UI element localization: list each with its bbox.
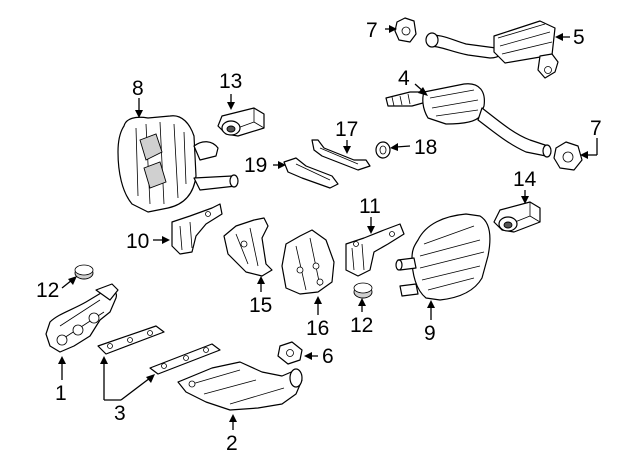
callout-1: 1 — [55, 382, 67, 405]
part-8-heat-shield — [117, 115, 239, 213]
part-4-center-pipe — [385, 83, 552, 158]
callout-18: 18 — [414, 136, 437, 159]
callout-9: 9 — [424, 322, 436, 345]
leader-lines — [58, 25, 598, 430]
callout-16: 16 — [306, 317, 329, 340]
part-12-gasket-left — [74, 264, 94, 280]
callout-6: 6 — [322, 345, 334, 368]
part-2-exhaust-manifold — [177, 361, 303, 411]
part-7-hanger-top — [394, 17, 417, 43]
part-13-tailpipe-tip — [217, 107, 265, 137]
part-10-hanger-bracket — [171, 203, 223, 255]
callout-labels: 7 5 4 7 8 13 17 18 19 14 10 11 12 15 16 … — [36, 19, 602, 455]
part-6-flange-gasket — [277, 341, 303, 365]
callout-5: 5 — [573, 26, 585, 49]
part-1-exhaust-manifold — [45, 283, 119, 353]
callout-4: 4 — [398, 67, 410, 90]
part-12-gasket-center — [353, 282, 373, 299]
part-16-bracket — [281, 229, 335, 295]
part-15-bracket — [223, 217, 273, 277]
callout-2: 2 — [226, 432, 238, 455]
callout-8: 8 — [132, 77, 144, 100]
callout-19: 19 — [244, 154, 267, 177]
part-9-muffler — [395, 213, 491, 301]
part-3-gaskets — [97, 325, 221, 375]
part-7-hanger-right — [553, 141, 583, 171]
callout-14: 14 — [513, 168, 537, 191]
part-17-strap-bracket — [311, 139, 371, 171]
part-19-bracket — [283, 157, 339, 189]
callout-13: 13 — [219, 70, 242, 93]
callout-7-top: 7 — [366, 19, 378, 42]
callout-15: 15 — [249, 294, 272, 317]
part-14-tailpipe-tip — [493, 201, 541, 233]
callout-12-left: 12 — [36, 279, 59, 302]
callout-11: 11 — [359, 195, 381, 218]
callout-3: 3 — [114, 402, 126, 425]
callout-17: 17 — [335, 118, 358, 141]
callout-10: 10 — [126, 230, 149, 253]
part-5-rear-muffler — [425, 20, 559, 79]
part-18-clamp — [375, 141, 391, 159]
callout-7-right: 7 — [590, 117, 602, 140]
callout-12-center: 12 — [350, 314, 373, 337]
part-11-hanger-bracket — [345, 223, 405, 277]
